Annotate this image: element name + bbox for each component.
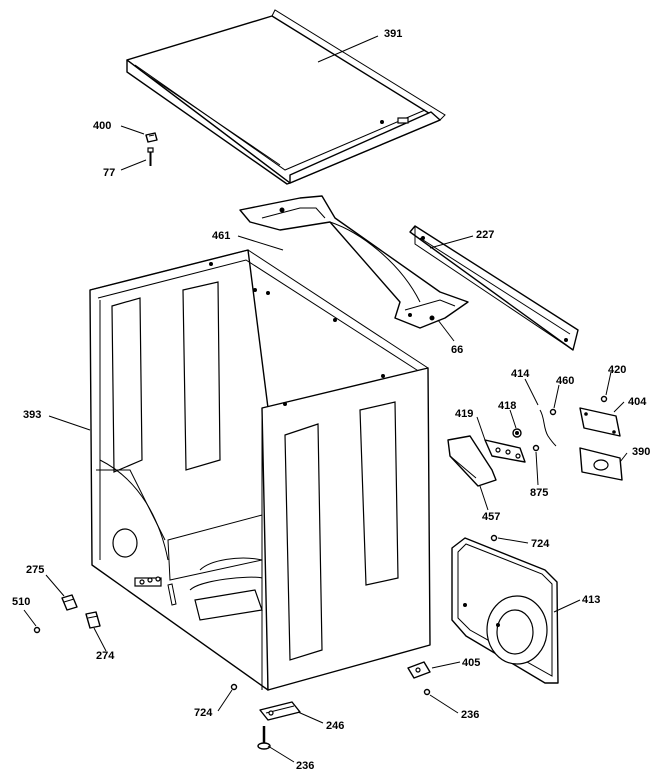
leg-236 [257,726,271,750]
wire-414 [539,409,557,447]
callout-420: 420 [608,364,626,376]
screw-724-b [230,683,238,691]
callout-510: 510 [12,596,30,608]
clip-400 [145,132,158,143]
screw-460 [549,408,557,416]
catch-405 [407,661,431,679]
callout-400: 400 [93,120,111,132]
rail-227 [409,225,579,351]
clip-275 [61,594,78,611]
cabinet-393 [89,249,431,691]
callout-275: 275 [26,564,44,576]
callout-875: 875 [530,487,548,499]
callout-236-b: 236 [296,760,314,772]
callout-418: 418 [498,400,516,412]
harness-457 [484,439,526,463]
callout-66: 66 [451,344,463,356]
callout-274: 274 [96,650,115,662]
callout-461: 461 [212,230,230,242]
callout-724-a: 724 [531,538,550,550]
callout-724-b: 724 [194,707,213,719]
cover-plate-404 [579,407,621,437]
screw-510 [33,626,41,634]
callout-404: 404 [628,396,647,408]
bracket-419 [447,435,497,487]
callout-413: 413 [582,594,600,606]
callout-236-a: 236 [461,709,479,721]
callout-460: 460 [556,375,574,387]
bracket-461 [239,195,469,329]
leader-lines [23,35,628,763]
callout-393: 393 [23,409,41,421]
callout-246: 246 [326,720,344,732]
screw-724-a [490,534,498,542]
screw-875 [532,444,540,452]
top-panel-391 [126,9,446,185]
callout-77: 77 [103,167,115,179]
callout-227: 227 [476,229,494,241]
plate-390 [579,447,623,481]
bracket-246 [259,701,301,721]
front-panel-413 [451,537,559,684]
callout-391: 391 [384,28,402,40]
screw-236-a [423,688,431,696]
nut-418 [512,428,522,438]
screw-77 [147,147,154,166]
clip-274 [85,611,101,629]
callout-labels: 391 400 77 461 227 66 393 414 460 420 41… [12,28,650,772]
callout-414: 414 [511,368,530,380]
callout-457: 457 [482,511,500,523]
screw-420 [600,395,608,403]
callout-405: 405 [462,657,480,669]
callout-390: 390 [632,446,650,458]
callout-419: 419 [455,408,473,420]
